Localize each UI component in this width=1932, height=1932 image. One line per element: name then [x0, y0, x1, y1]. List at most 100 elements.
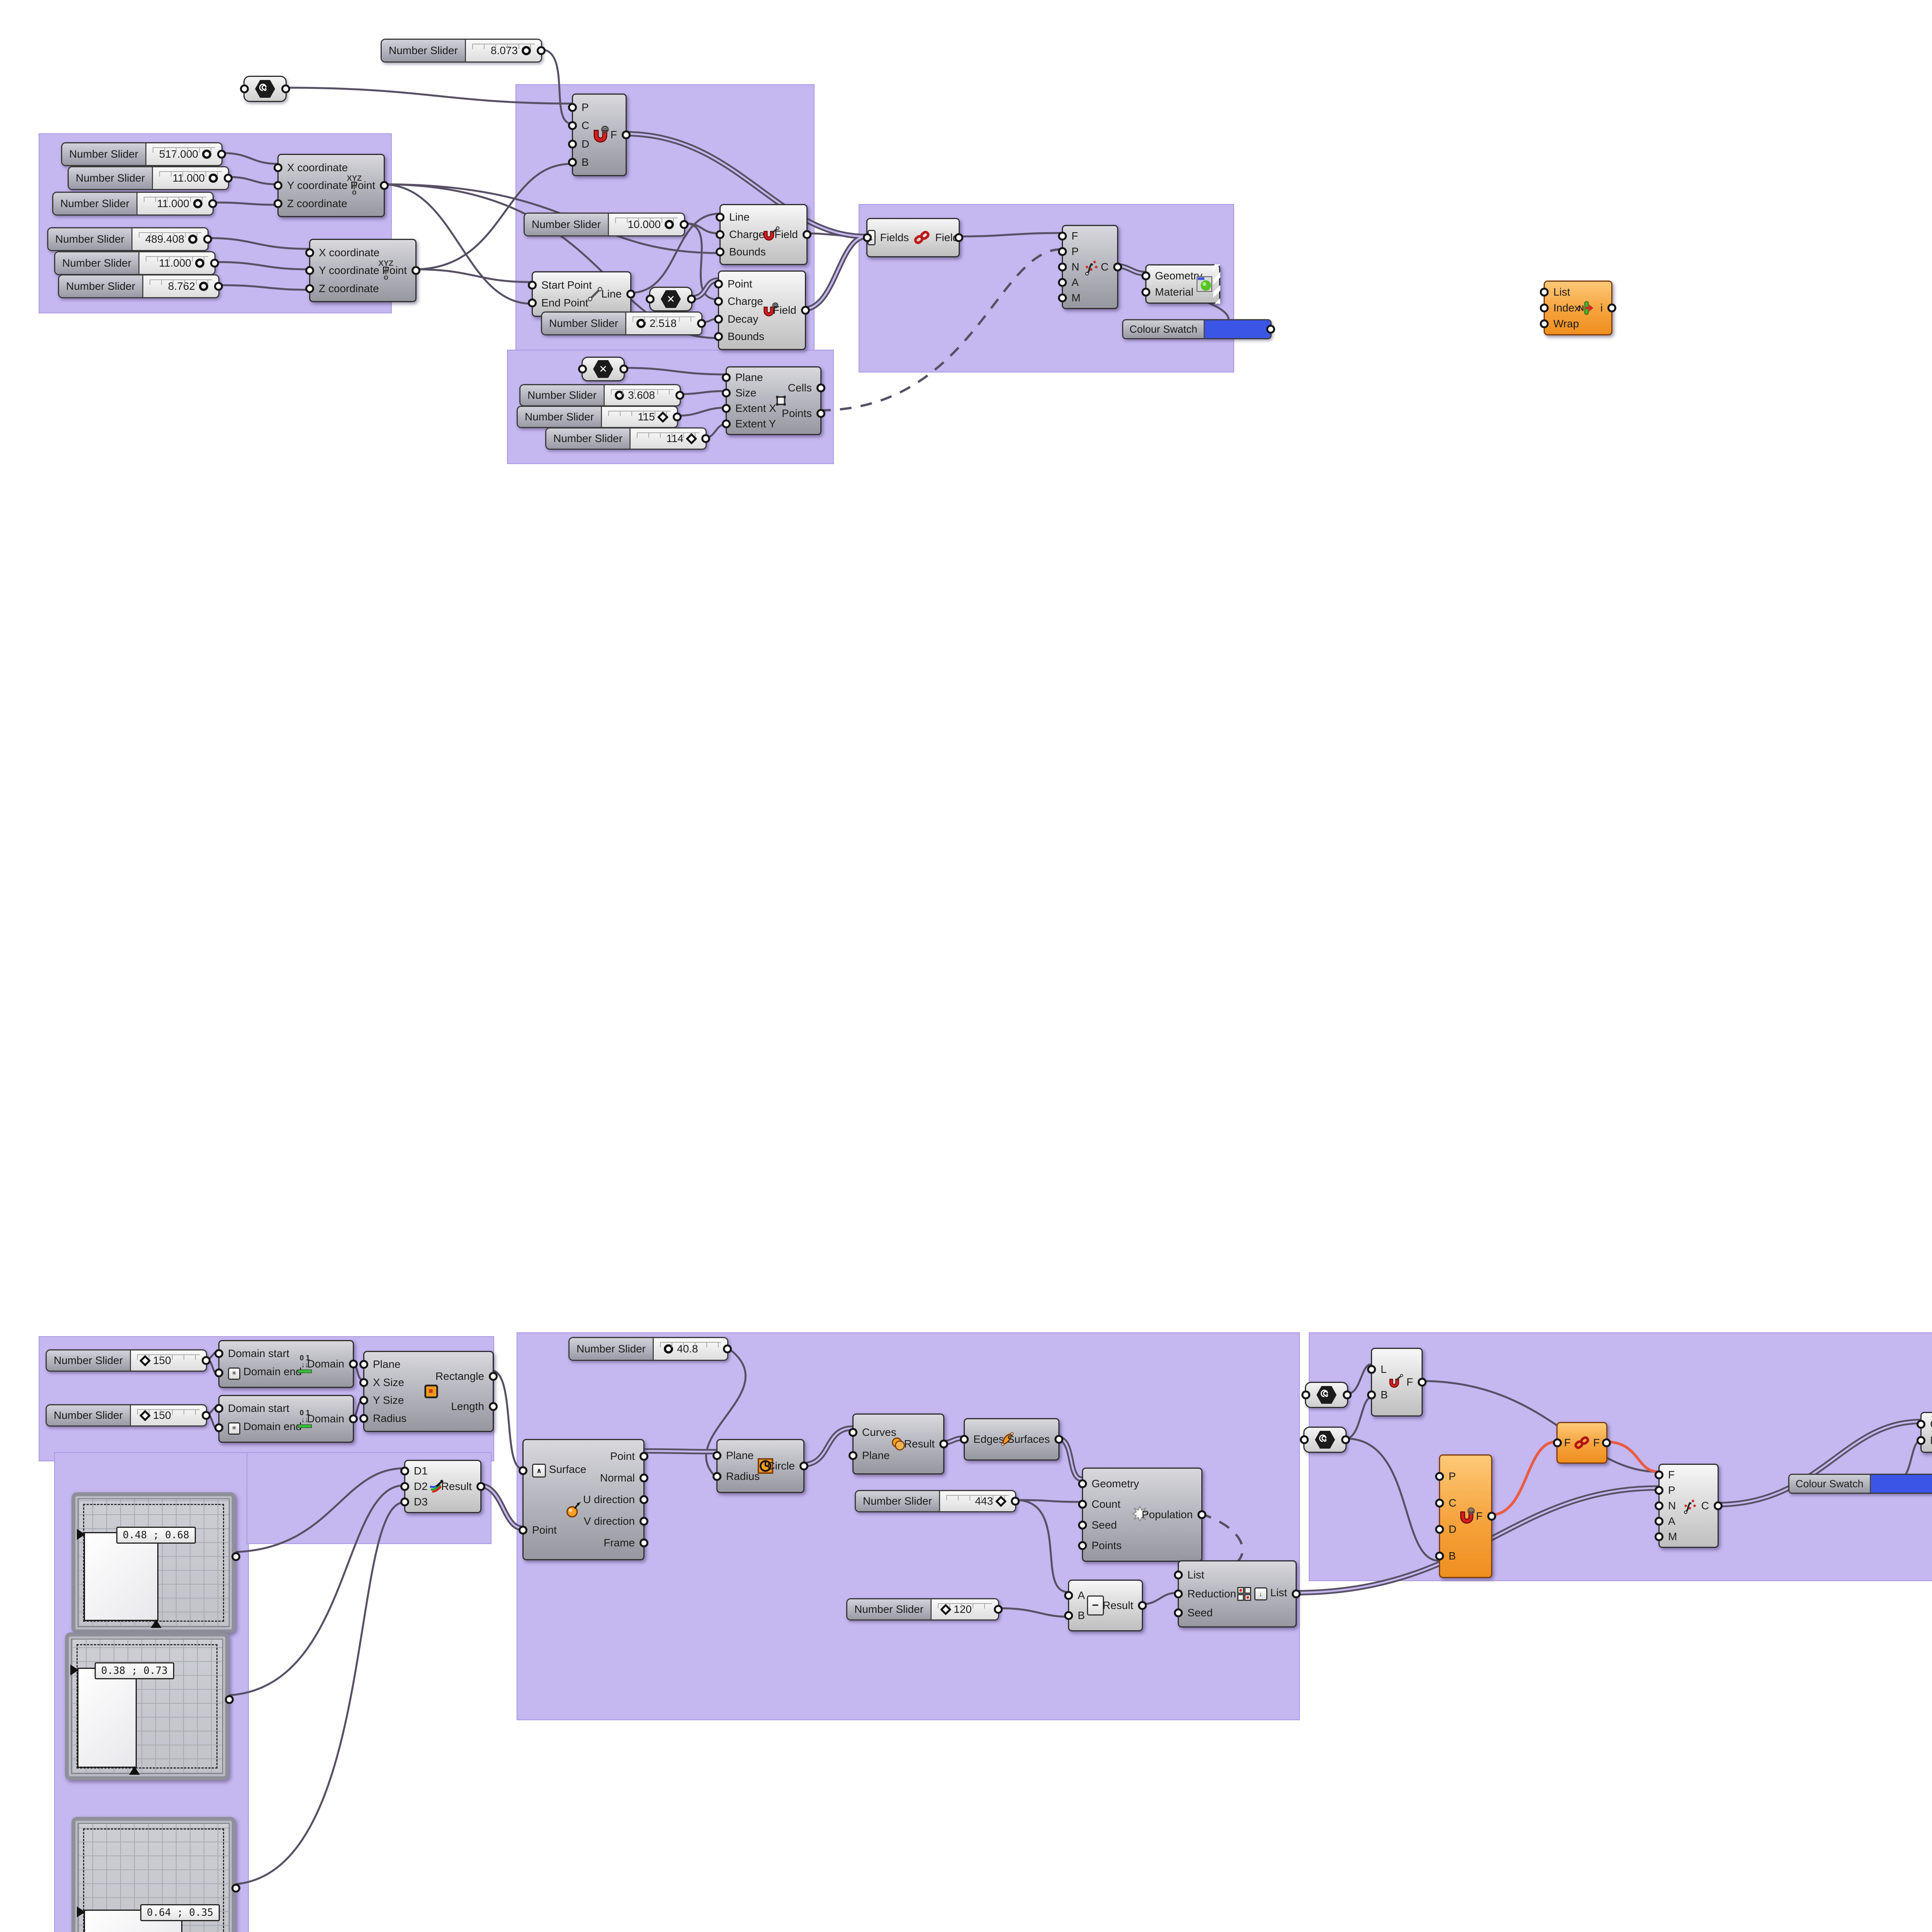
- list-item-icon: N: [1578, 299, 1595, 316]
- wire-group-dashed: [819, 248, 1244, 1574]
- slider-label: Number Slider: [382, 40, 466, 61]
- random-reduce[interactable]: List Reduction Seed ↓ List: [1178, 1560, 1297, 1628]
- number-slider-150-a[interactable]: Number Slider 150: [46, 1349, 207, 1372]
- preview-sphere-icon: [1196, 275, 1213, 293]
- curve-parameter-1[interactable]: [1305, 1382, 1348, 1408]
- number-slider-11-b[interactable]: Number Slider 11.000: [52, 192, 214, 216]
- merge-fields[interactable]: ↓ Fields Field: [866, 218, 960, 257]
- md-value: 0.38 ; 0.73: [94, 1662, 174, 1680]
- slider-grip[interactable]: [522, 46, 531, 55]
- md-value: 0.48 ; 0.68: [116, 1527, 196, 1544]
- number-slider-115[interactable]: Number Slider 115: [517, 406, 678, 428]
- magnet-spin-icon: [590, 124, 611, 146]
- number-slider-120[interactable]: Number Slider 120: [846, 1598, 999, 1621]
- number-slider-443[interactable]: Number Slider 443: [855, 1490, 1016, 1512]
- md-slider-3[interactable]: 0.64 ; 0.35: [71, 1817, 240, 1932]
- curve-parameter-2[interactable]: [1303, 1427, 1347, 1453]
- boundary-surfaces[interactable]: Edges Surfaces: [964, 1418, 1060, 1461]
- square-grid[interactable]: Plane Size Extent X Extent Y Cells Point…: [726, 366, 821, 435]
- rectangle-icon: [422, 1383, 440, 1400]
- number-slider-2518[interactable]: Number Slider 2.518: [541, 311, 702, 335]
- slider-value-track[interactable]: 8.073: [466, 40, 541, 61]
- merge-fields-selected[interactable]: F F: [1556, 1422, 1607, 1464]
- wire-group: [206, 48, 1921, 1886]
- md-slider-1[interactable]: 0.48 ; 0.68: [71, 1492, 240, 1633]
- md-slider-2[interactable]: 0.38 ; 0.73: [65, 1633, 234, 1780]
- wire-group-double: [479, 131, 1921, 1595]
- md-marker-left[interactable]: [77, 1529, 85, 1540]
- number-slider-408[interactable]: Number Slider 40.8: [568, 1337, 728, 1361]
- graph-icon: ∧: [532, 1464, 546, 1478]
- flatten-icon: ↓: [1254, 1587, 1267, 1601]
- custom-preview[interactable]: Geometry Material: [1145, 264, 1220, 304]
- colour-swatch[interactable]: Colour Swatch: [1122, 319, 1272, 339]
- md-value: 0.64 ; 0.35: [140, 1904, 220, 1921]
- field-line-icon: [1680, 1496, 1699, 1515]
- expression-icon: ✳: [228, 1367, 240, 1380]
- x-icon: ✕: [593, 360, 613, 378]
- expression-icon: ✳: [228, 1422, 240, 1435]
- spin-force[interactable]: P C D B F: [572, 94, 627, 176]
- magnet-line-icon: [1387, 1373, 1405, 1391]
- null-item-1[interactable]: ✕: [649, 287, 692, 311]
- number-slider-8762[interactable]: Number Slider 8.762: [58, 274, 219, 298]
- project-component[interactable]: Curves Plane Result: [852, 1413, 944, 1475]
- magnet-spin-icon: [1456, 1506, 1477, 1527]
- construct-domain-2[interactable]: Domain start ✳ Domain end 0 1↓↓ Domain: [218, 1395, 354, 1443]
- x-icon: ✕: [661, 290, 681, 308]
- number-slider-top[interactable]: Number Slider 8.073: [381, 39, 542, 63]
- md-marker-left[interactable]: [70, 1665, 79, 1676]
- field-line[interactable]: F P N A M C: [1062, 225, 1118, 309]
- minus-icon: −: [1087, 1595, 1104, 1616]
- line-component[interactable]: Start Point End Point Line: [532, 271, 631, 317]
- construct-domain-1[interactable]: Domain start ✳ Domain end 0 1↓↓ Domain: [218, 1340, 354, 1388]
- colour-swatch-2[interactable]: Colour Swatch: [1788, 1474, 1932, 1494]
- point-parameter[interactable]: [243, 76, 287, 102]
- surface-blob-icon: [564, 1499, 584, 1519]
- field-line-2[interactable]: F P N A M C: [1658, 1464, 1719, 1548]
- field-line-icon: [1081, 257, 1101, 277]
- reduce-icon: [1236, 1585, 1253, 1602]
- rectangle-component[interactable]: Plane X Size Y Size Radius Rectangle Len…: [363, 1351, 494, 1432]
- spiral-icon: [1316, 1386, 1337, 1404]
- wire-group-selected: [1490, 1440, 1659, 1517]
- spiral-icon: [255, 80, 275, 98]
- md-marker-left[interactable]: [77, 1906, 85, 1917]
- circle-cnr[interactable]: Plane Radius Circle: [716, 1439, 804, 1493]
- line-charge[interactable]: Line Charge Bounds Field: [719, 204, 808, 265]
- list-item[interactable]: List Index Wrap N i: [1544, 281, 1612, 335]
- flatten-icon: ↓: [867, 230, 876, 245]
- number-slider-3608[interactable]: Number Slider 3.608: [519, 384, 681, 406]
- md-region: [84, 1532, 158, 1621]
- blend-result[interactable]: D1 D2 D3 Result: [404, 1460, 481, 1513]
- svg-text:N: N: [1578, 304, 1584, 313]
- number-slider-10[interactable]: Number Slider 10.000: [524, 213, 685, 236]
- line-charge-2[interactable]: L B F: [1371, 1348, 1423, 1417]
- md-marker-bottom[interactable]: [129, 1766, 140, 1775]
- number-slider-114[interactable]: Number Slider 114: [545, 427, 707, 450]
- chain-icon: [913, 229, 930, 246]
- construct-point-b[interactable]: X coordinate Y coordinate Z coordinate X…: [309, 239, 417, 302]
- md-marker-bottom[interactable]: [150, 1619, 162, 1628]
- construct-point-a[interactable]: X coordinate Y coordinate Z coordinate X…: [277, 154, 385, 217]
- number-slider-11-a[interactable]: Number Slider 11.000: [68, 166, 229, 190]
- spiral-icon: [1315, 1431, 1335, 1449]
- populate-geometry[interactable]: Geometry Count Seed Points Population: [1082, 1468, 1202, 1562]
- null-item-2[interactable]: ✕: [582, 357, 625, 381]
- chain-icon: [1574, 1435, 1590, 1451]
- number-slider-11-c[interactable]: Number Slider 11.000: [54, 251, 216, 275]
- point-charge[interactable]: Point Charge Decay Bounds Field: [718, 270, 806, 350]
- spin-force-selected[interactable]: P C D B F: [1439, 1454, 1492, 1578]
- custom-preview-2[interactable]: Geometry Material: [1920, 1412, 1932, 1453]
- evaluate-surface[interactable]: ∧ Surface Point Point Normal U direction…: [522, 1439, 645, 1560]
- md-region: [77, 1668, 137, 1768]
- subtraction[interactable]: A B − Result: [1068, 1580, 1143, 1631]
- swatch-color[interactable]: [1871, 1475, 1932, 1493]
- number-slider-517[interactable]: Number Slider 517.000: [61, 142, 223, 166]
- number-slider-150-b[interactable]: Number Slider 150: [46, 1404, 207, 1427]
- zigzag-edge: [1213, 264, 1220, 304]
- swatch-color[interactable]: [1204, 320, 1270, 338]
- number-slider-489[interactable]: Number Slider 489.408: [47, 227, 209, 251]
